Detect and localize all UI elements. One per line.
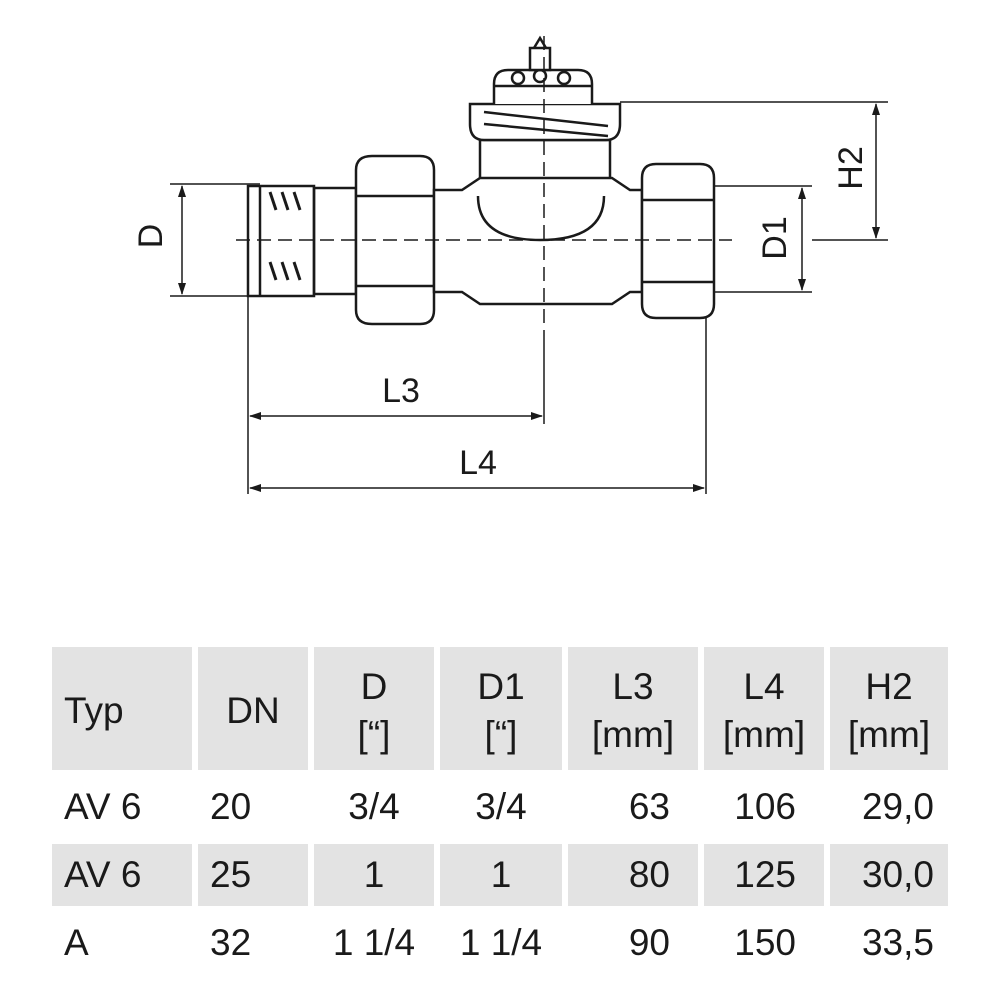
header-label: D1 xyxy=(477,665,525,707)
header-unit: [“] xyxy=(484,713,518,755)
cell-h2: 29,0 xyxy=(861,786,934,827)
header-d1: D1 [“] xyxy=(440,647,562,770)
cell-d1: 3/4 xyxy=(475,786,527,827)
header-label: H2 xyxy=(865,665,913,707)
header-label: L3 xyxy=(612,665,654,707)
header-h2: H2 [mm] xyxy=(830,647,948,770)
header-label: Typ xyxy=(64,689,124,731)
cell-d1: 1 xyxy=(440,844,562,906)
cell-h2: 30,0 xyxy=(830,844,948,906)
header-d: D [“] xyxy=(314,647,434,770)
dimension-label-d: D xyxy=(132,224,170,249)
dimension-label-l4: L4 xyxy=(459,444,497,482)
table-row: AV 6 25 1 1 80 125 30,0 xyxy=(52,844,948,906)
header-dn: DN xyxy=(198,647,308,770)
header-unit: [mm] xyxy=(722,713,806,755)
cell-dn: 20 xyxy=(210,786,252,827)
dimension-label-h2: H2 xyxy=(832,146,870,189)
cell-typ: A xyxy=(64,922,89,963)
table-header-row: Typ DN D [“] D1 [“] L3 [mm] L4 [mm] H2 [mm] xyxy=(52,647,948,770)
header-l3: L3 [mm] xyxy=(568,647,698,770)
header-unit: [mm] xyxy=(591,713,675,755)
header-label: L4 xyxy=(743,665,785,707)
dimension-table: Typ DN D [“] D1 [“] L3 [mm] L4 [mm] H2 [mm] A… xyxy=(52,647,948,980)
cell-d1: 1 1/4 xyxy=(459,922,543,963)
header-unit: [mm] xyxy=(847,713,931,755)
header-label: DN xyxy=(226,689,280,731)
cell-typ: AV 6 xyxy=(52,844,192,906)
cell-l4: 150 xyxy=(734,922,796,963)
dimension-label-l3: L3 xyxy=(382,372,420,410)
cell-d: 1 xyxy=(314,844,434,906)
cell-h2: 33,5 xyxy=(861,922,934,963)
cell-l4: 125 xyxy=(704,844,824,906)
cell-d: 1 1/4 xyxy=(332,922,416,963)
table-row: A 32 1 1/4 1 1/4 90 150 33,5 xyxy=(52,912,948,974)
cell-typ: AV 6 xyxy=(64,786,142,827)
cell-l4: 106 xyxy=(734,786,796,827)
cell-l3: 90 xyxy=(628,922,670,963)
dimension-label-d1: D1 xyxy=(756,216,794,259)
cell-l3: 63 xyxy=(628,786,670,827)
dimension-lines xyxy=(170,101,888,494)
cell-dn: 32 xyxy=(210,922,252,963)
cell-dn: 25 xyxy=(198,844,308,906)
header-label: D xyxy=(360,665,388,707)
cell-d: 3/4 xyxy=(348,786,400,827)
table-row: AV 6 20 3/4 3/4 63 106 29,0 xyxy=(52,776,948,838)
header-l4: L4 [mm] xyxy=(704,647,824,770)
valve-body xyxy=(246,35,716,326)
header-typ: Typ xyxy=(52,647,192,770)
valve-dimension-drawing: D D1 H2 L3 L4 xyxy=(132,35,888,494)
header-unit: [“] xyxy=(357,713,391,755)
cell-l3: 80 xyxy=(568,844,698,906)
center-lines xyxy=(236,36,732,336)
